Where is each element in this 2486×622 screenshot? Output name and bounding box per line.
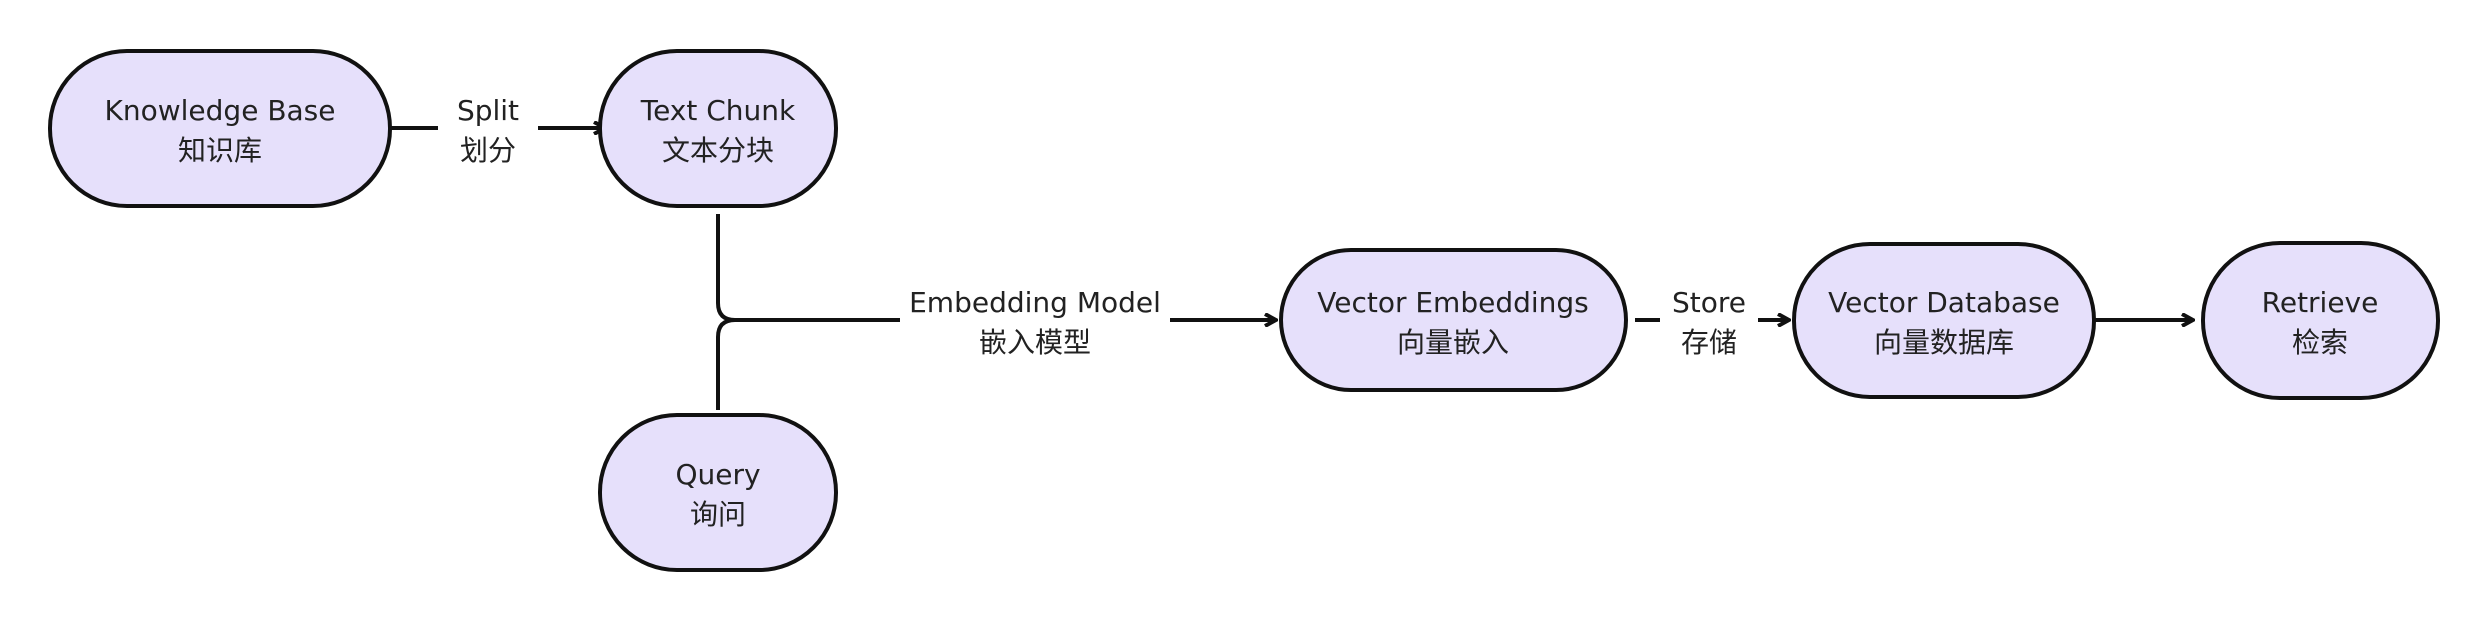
node-vector-embeddings-label-zh: 向量嵌入 (1397, 326, 1509, 359)
node-vector-database-label-zh: 向量数据库 (1874, 326, 2014, 359)
node-vector-database: Vector Database 向量数据库 (1792, 242, 2096, 399)
edge-embedding-model-label-en: Embedding Model (909, 286, 1161, 319)
node-query-label-en: Query (675, 458, 760, 491)
edge-split-label-zh: 划分 (460, 134, 516, 167)
edge-embedding-model-label-zh: 嵌入模型 (979, 326, 1091, 359)
node-knowledge-base-label-zh: 知识库 (178, 134, 262, 167)
edge-query-to-merge (716, 318, 736, 410)
node-vector-database-label-en: Vector Database (1828, 286, 2060, 319)
node-query: Query 询问 (598, 413, 838, 572)
node-text-chunk: Text Chunk 文本分块 (598, 49, 838, 208)
node-retrieve-label-zh: 检索 (2292, 326, 2348, 359)
node-retrieve-label-en: Retrieve (2262, 286, 2379, 319)
node-text-chunk-label-en: Text Chunk (640, 94, 796, 127)
node-knowledge-base: Knowledge Base 知识库 (48, 49, 392, 208)
edge-chunk-to-merge (716, 214, 736, 322)
edge-store-label-en: Store (1672, 286, 1746, 319)
node-retrieve: Retrieve 检索 (2201, 241, 2440, 400)
node-text-chunk-label-zh: 文本分块 (662, 134, 774, 167)
node-vector-embeddings-label-en: Vector Embeddings (1317, 286, 1589, 319)
edge-store-label-zh: 存储 (1681, 326, 1737, 359)
edge-split-label-en: Split (457, 94, 519, 127)
node-knowledge-base-label-en: Knowledge Base (105, 94, 336, 127)
edge-embedding-model-label-bg (900, 278, 1170, 370)
node-query-label-zh: 询问 (690, 498, 746, 531)
node-vector-embeddings: Vector Embeddings 向量嵌入 (1279, 248, 1628, 392)
edge-split-label-bg (438, 85, 538, 177)
edge-store-label-bg (1660, 278, 1758, 370)
